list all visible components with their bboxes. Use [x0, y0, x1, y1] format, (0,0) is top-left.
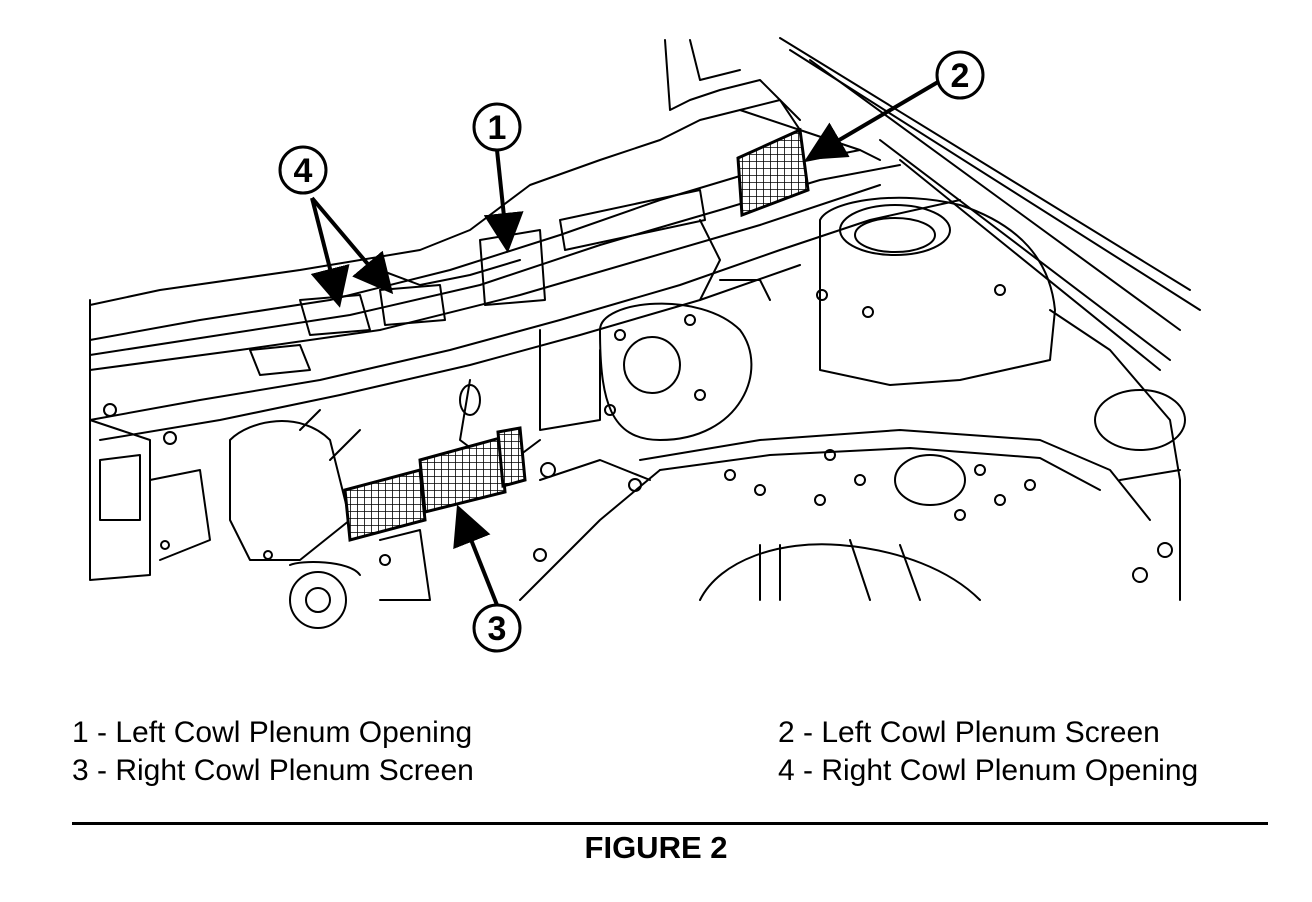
- left-fender: [89, 299, 151, 581]
- callout-circle-4: [278, 145, 328, 195]
- engine-bay-cowl-illustration: 1 2 3 4: [89, 37, 1201, 653]
- callout-circle-3: [472, 603, 522, 653]
- windshield-edge-line: [779, 37, 1191, 291]
- legend-item-3: 3 - Right Cowl Plenum Screen: [72, 754, 474, 787]
- right-cowl-plenum-screen: [343, 426, 527, 542]
- divider-rule: [72, 822, 1268, 825]
- legend-item-4: 4 - Right Cowl Plenum Opening: [778, 754, 1199, 787]
- callout-circle-1: [472, 102, 522, 152]
- callout-arrow-3: [453, 504, 499, 606]
- callout-arrow-1: [483, 149, 524, 253]
- legend-item-2: 2 - Left Cowl Plenum Screen: [778, 716, 1160, 749]
- figure-caption: FIGURE 2: [584, 830, 728, 865]
- callout-label-3: 3: [488, 610, 507, 648]
- callout-label-1: 1: [488, 109, 507, 147]
- callout-circle-2: [935, 50, 985, 100]
- callout-arrow-4a: [310, 197, 350, 308]
- callout-label-4: 4: [294, 152, 313, 190]
- callout-label-2: 2: [951, 57, 970, 95]
- strut-tower: [819, 196, 1056, 386]
- callout-arrow-2: [805, 80, 940, 161]
- callout-arrow-4b: [310, 196, 394, 295]
- firewall-bulkhead: [539, 329, 601, 431]
- left-cowl-plenum-screen: [736, 127, 810, 218]
- legend-item-1: 1 - Left Cowl Plenum Opening: [72, 716, 473, 749]
